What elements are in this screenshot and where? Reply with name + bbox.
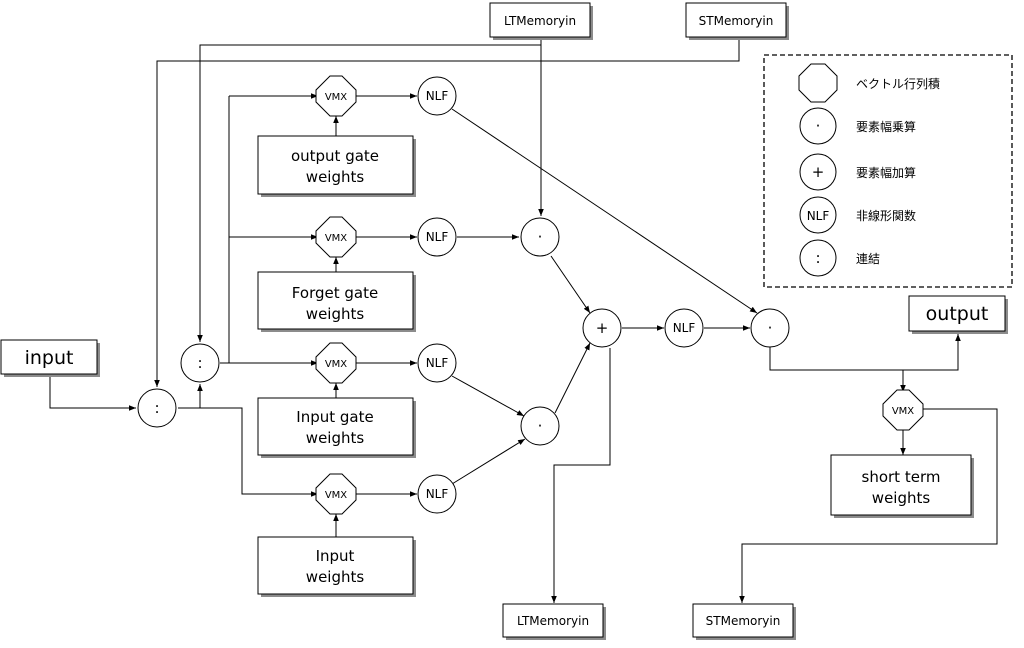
legend-concat-icon xyxy=(799,239,837,277)
multiply-output: · xyxy=(750,308,790,348)
lt-memory-in-top-box xyxy=(489,2,591,38)
st-memory-in-top-label: STMemoryin xyxy=(699,14,774,28)
multiply-forget: · xyxy=(520,217,560,257)
lt-memory-in-bottom-label: LTMemoryin xyxy=(517,614,589,628)
output-gate-weights-line2: weights xyxy=(306,168,365,186)
vmx-input: VMX xyxy=(315,473,357,515)
nlf-input: NLF xyxy=(417,474,457,514)
vmx-short-term: VMX xyxy=(882,389,924,431)
vmx-forget-gate-label: VMX xyxy=(325,233,347,244)
nlf-input-gate: NLF xyxy=(417,343,457,383)
add-cell: + xyxy=(582,308,622,348)
legend-label-add: 要素幅加算 xyxy=(856,165,916,180)
output-box xyxy=(908,295,1006,332)
output-gate-weights-line1: output gate xyxy=(291,147,379,165)
legend-label-vmx: ベクトル行列積 xyxy=(856,76,940,91)
input-label: input xyxy=(25,347,74,369)
legend-label-nlf: 非線形関数 xyxy=(856,208,916,223)
short-term-weights-line1: short term xyxy=(862,468,941,486)
wires xyxy=(49,38,998,603)
vmx-output-gate: VMX xyxy=(315,75,357,117)
input-weights-box xyxy=(257,536,414,595)
short-term-weights-box xyxy=(830,454,972,516)
nlf-output-gate: NLF xyxy=(417,76,457,116)
multiply-input-label: · xyxy=(538,417,543,435)
legend-octagon-icon xyxy=(798,63,838,103)
concat-1-label: : xyxy=(154,399,159,417)
input-weights-line2: weights xyxy=(306,568,365,586)
vmx-short-term-label: VMX xyxy=(892,406,914,417)
nlf-forget-gate: NLF xyxy=(417,217,457,257)
st-memory-in-bottom-label: STMemoryin xyxy=(706,614,781,628)
concat-2-label: : xyxy=(197,354,202,372)
concat-2: : xyxy=(180,343,220,383)
legend-add-icon xyxy=(799,153,837,191)
input-weights-line1: Input xyxy=(316,547,355,565)
concat-1: : xyxy=(137,388,177,428)
vmx-input-label: VMX xyxy=(325,490,347,501)
legend-item-vmx: ベクトル行列積 xyxy=(798,63,940,103)
input-gate-weights-line2: weights xyxy=(306,429,365,447)
st-memory-in-top-box xyxy=(685,2,787,38)
legend-symbol-concat: : xyxy=(815,249,820,267)
legend-symbol-mul: · xyxy=(816,117,821,135)
legend-label-concat: 連結 xyxy=(856,252,880,266)
legend-multiply-icon xyxy=(799,107,837,145)
multiply-output-label: · xyxy=(768,319,773,337)
lt-memory-in-bottom-box xyxy=(502,603,604,638)
st-memory-in-bottom-box xyxy=(692,603,794,638)
nlf-input-label: NLF xyxy=(426,487,449,501)
input-gate-weights-line1: Input gate xyxy=(296,408,373,426)
nlf-forget-gate-label: NLF xyxy=(426,230,449,244)
forget-gate-weights-line1: Forget gate xyxy=(292,284,378,302)
nlf-cell-label: NLF xyxy=(673,321,696,335)
legend-item-nlf: NLF 非線形関数 xyxy=(799,196,916,234)
nlf-input-gate-label: NLF xyxy=(426,356,449,370)
input-gate-weights-box xyxy=(257,397,414,456)
vmx-forget-gate: VMX xyxy=(315,216,357,258)
add-cell-label: + xyxy=(596,319,609,337)
legend-symbol-nlf: NLF xyxy=(807,209,830,223)
output-label: output xyxy=(926,303,989,325)
vmx-output-gate-label: VMX xyxy=(325,92,347,103)
input-box xyxy=(0,339,98,375)
legend-item-mul: · 要素幅乗算 xyxy=(799,107,916,145)
multiply-input: · xyxy=(520,406,560,446)
nlf-output-gate-label: NLF xyxy=(426,89,449,103)
forget-gate-weights-line2: weights xyxy=(306,305,365,323)
forget-gate-weights-box xyxy=(257,271,414,330)
legend-symbol-add: + xyxy=(812,163,825,181)
legend: ベクトル行列積 · 要素幅乗算 + 要素幅加算 NLF 非線形関数 : 連結 xyxy=(763,54,1013,288)
legend-nlf-icon xyxy=(799,196,837,234)
lt-memory-in-top-label: LTMemoryin xyxy=(504,14,576,28)
multiply-forget-label: · xyxy=(538,228,543,246)
vmx-input-gate: VMX xyxy=(315,342,357,384)
nlf-cell: NLF xyxy=(664,308,704,348)
vmx-input-gate-label: VMX xyxy=(325,359,347,370)
short-term-weights-line2: weights xyxy=(872,489,931,507)
output-gate-weights-box xyxy=(257,135,414,195)
legend-item-concat: : 連結 xyxy=(799,239,880,277)
legend-item-add: + 要素幅加算 xyxy=(799,153,916,191)
legend-label-mul: 要素幅乗算 xyxy=(856,119,916,134)
